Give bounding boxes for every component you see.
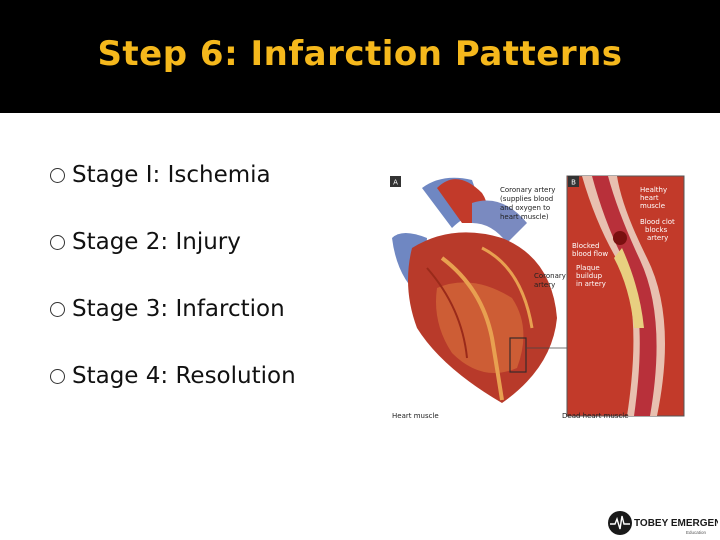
label-blood-clot: blocks bbox=[645, 226, 668, 234]
logo-tagline: Education bbox=[686, 530, 707, 535]
label-coronary-artery: artery bbox=[534, 281, 555, 289]
bullet-item: Stage 3: Infarction bbox=[50, 292, 285, 326]
bullet-item: Stage 4: Resolution bbox=[50, 359, 296, 393]
label-coronary-artery-desc: and oxygen to bbox=[500, 204, 550, 212]
bullet-text: Stage 2: Injury bbox=[72, 229, 241, 255]
label-plaque: in artery bbox=[576, 280, 606, 288]
tobey-emergency-logo: TOBEY EMERGENCY Education bbox=[608, 511, 718, 535]
panel-a-label: A bbox=[393, 179, 398, 187]
label-coronary-artery-desc: heart muscle) bbox=[500, 213, 549, 221]
bullet-text: Stage 4: Resolution bbox=[72, 363, 296, 389]
heart-drawing bbox=[392, 177, 572, 403]
slide-title: Step 6: Infarction Patterns bbox=[97, 34, 623, 74]
label-coronary-artery-desc: Coronary artery bbox=[500, 186, 555, 194]
label-coronary-artery-desc: (supplies blood bbox=[500, 195, 553, 203]
bullet-item: Stage I: Ischemia bbox=[50, 158, 271, 192]
heart-infarction-illustration: A B Coronary artery (supplies blood and … bbox=[382, 168, 687, 422]
bullet-text: Stage I: Ischemia bbox=[72, 162, 271, 188]
artery-cross-section bbox=[566, 175, 685, 417]
bullet-circle-icon bbox=[50, 234, 65, 250]
label-blood-clot: artery bbox=[647, 234, 668, 242]
label-blocked-flow: Blocked bbox=[572, 242, 599, 250]
label-healthy-muscle: muscle bbox=[640, 202, 665, 210]
label-heart-muscle: Heart muscle bbox=[392, 412, 439, 420]
bullet-circle-icon bbox=[50, 301, 65, 317]
label-plaque: Plaque bbox=[576, 264, 600, 272]
bullet-circle-icon bbox=[50, 167, 65, 183]
label-dead-muscle: Dead heart muscle bbox=[562, 412, 629, 420]
panel-b-label: B bbox=[571, 179, 576, 187]
label-healthy-muscle: Healthy bbox=[640, 186, 667, 194]
title-bar: Step 6: Infarction Patterns bbox=[0, 0, 720, 113]
label-blocked-flow: blood flow bbox=[572, 250, 608, 258]
bullet-text: Stage 3: Infarction bbox=[72, 296, 285, 322]
bullet-circle-icon bbox=[50, 368, 65, 384]
bullet-item: Stage 2: Injury bbox=[50, 225, 241, 259]
label-blood-clot: Blood clot bbox=[640, 218, 675, 226]
logo-name: TOBEY EMERGENCY bbox=[634, 518, 718, 529]
label-plaque: buildup bbox=[576, 272, 603, 280]
label-coronary-artery: Coronary bbox=[534, 272, 566, 280]
label-healthy-muscle: heart bbox=[640, 194, 659, 202]
